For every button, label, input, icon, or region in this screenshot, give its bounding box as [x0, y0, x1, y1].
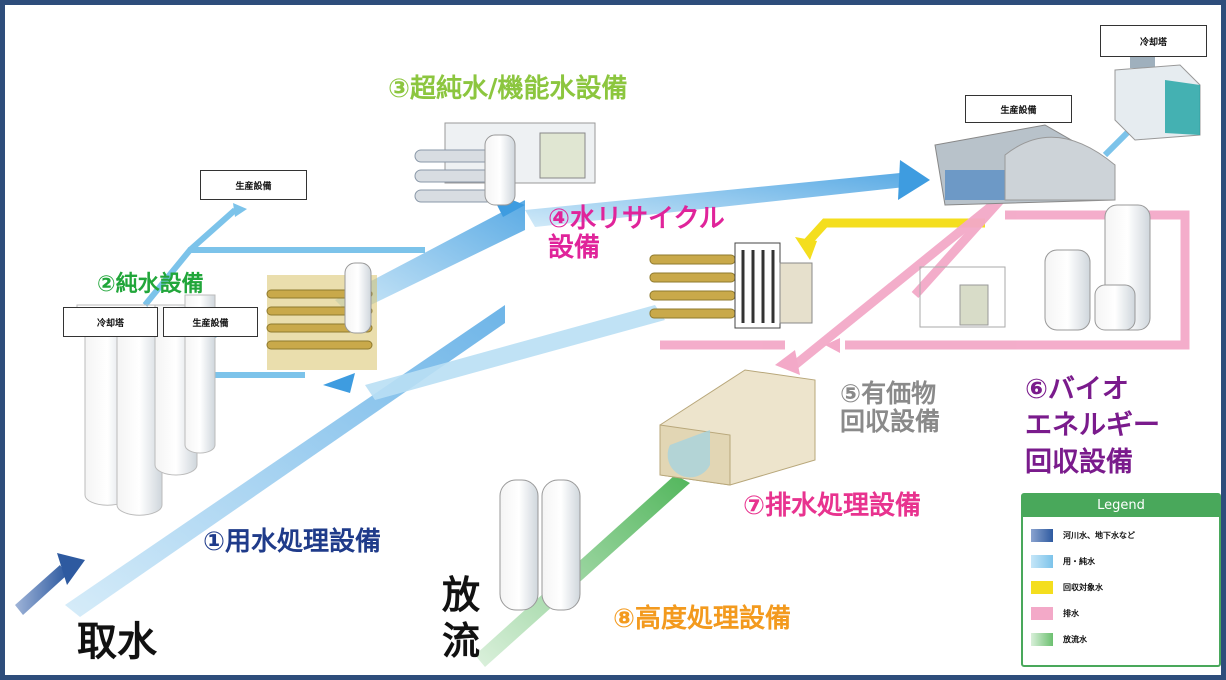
production-equipment-box: 生産設備 — [965, 95, 1072, 123]
bio-energy-label-line: 回収設備 — [1025, 446, 1133, 478]
water-recycle-equipment — [649, 242, 813, 329]
legend-item-label: 河川水、地下水など — [1063, 531, 1135, 540]
legend-item: 排水 — [1031, 607, 1079, 620]
pure-water-equipment — [266, 262, 377, 370]
discharge-label: 放流 — [442, 573, 481, 663]
production-equipment-box: 生産設備 — [163, 307, 258, 337]
legend-swatch — [1031, 529, 1053, 542]
legend-item: 用・純水 — [1031, 555, 1095, 568]
bio-energy-label-line: エネルギー — [1025, 410, 1160, 442]
pure-water-label: ②純水設備 — [97, 272, 204, 297]
legend-item-label: 排水 — [1063, 609, 1079, 618]
advanced-treatment-columns — [499, 479, 581, 611]
water-recycle-label-line: 設備 — [548, 233, 601, 264]
valuables-recovery-label: ⑤有価物 回収設備 — [840, 380, 940, 436]
advanced-treatment-label: ⑧高度処理設備 — [613, 604, 792, 634]
legend: Legend 河川水、地下水など 用・純水 回収対象水 排水 放流水 — [1021, 493, 1221, 667]
legend-title: Legend — [1023, 495, 1219, 517]
water-recycle-label: ④水リサイクル 設備 — [548, 204, 725, 264]
legend-swatch — [1031, 581, 1053, 594]
wastewater-treatment-label: ⑦排水処理設備 — [743, 491, 922, 521]
legend-item-label: 放流水 — [1063, 635, 1087, 644]
legend-item-label: 回収対象水 — [1063, 583, 1103, 592]
legend-swatch — [1031, 607, 1053, 620]
legend-swatch — [1031, 633, 1053, 646]
ultrapure-water-equipment — [414, 122, 596, 206]
cooling-tower-box: 冷却塔 — [63, 307, 158, 337]
legend-swatch — [1031, 555, 1053, 568]
cooling-tower-unit — [1114, 53, 1201, 141]
legend-item: 放流水 — [1031, 633, 1087, 646]
water-recycle-label-line: ④水リサイクル — [548, 204, 725, 234]
bio-energy-equipment — [919, 204, 1151, 331]
intake-water-flow — [15, 553, 85, 615]
water-treatment-label: ①用水処理設備 — [203, 527, 382, 557]
wastewater-flow — [660, 191, 1190, 375]
wastewater-treatment-basin — [659, 369, 816, 486]
discharge-water-flow — [475, 475, 690, 667]
production-equipment-box: 生産設備 — [200, 170, 307, 200]
legend-item: 回収対象水 — [1031, 581, 1103, 594]
cooling-tower-box: 冷却塔 — [1100, 25, 1207, 57]
valuables-recovery-label-line: 回収設備 — [840, 407, 941, 436]
bio-energy-label-line: ⑥バイオ — [1025, 374, 1129, 405]
intake-label: 取水 — [77, 619, 157, 665]
bio-energy-recovery-label: ⑥バイオ エネルギー 回収設備 — [1025, 372, 1160, 481]
ultrapure-water-label: ③超純水/機能水設備 — [388, 74, 628, 104]
recovery-water-flow — [795, 218, 985, 260]
legend-item-label: 用・純水 — [1063, 557, 1095, 566]
production-facility-building — [934, 124, 1116, 206]
legend-item: 河川水、地下水など — [1031, 529, 1135, 542]
valuables-recovery-label-line: ⑤有価物 — [840, 379, 937, 408]
